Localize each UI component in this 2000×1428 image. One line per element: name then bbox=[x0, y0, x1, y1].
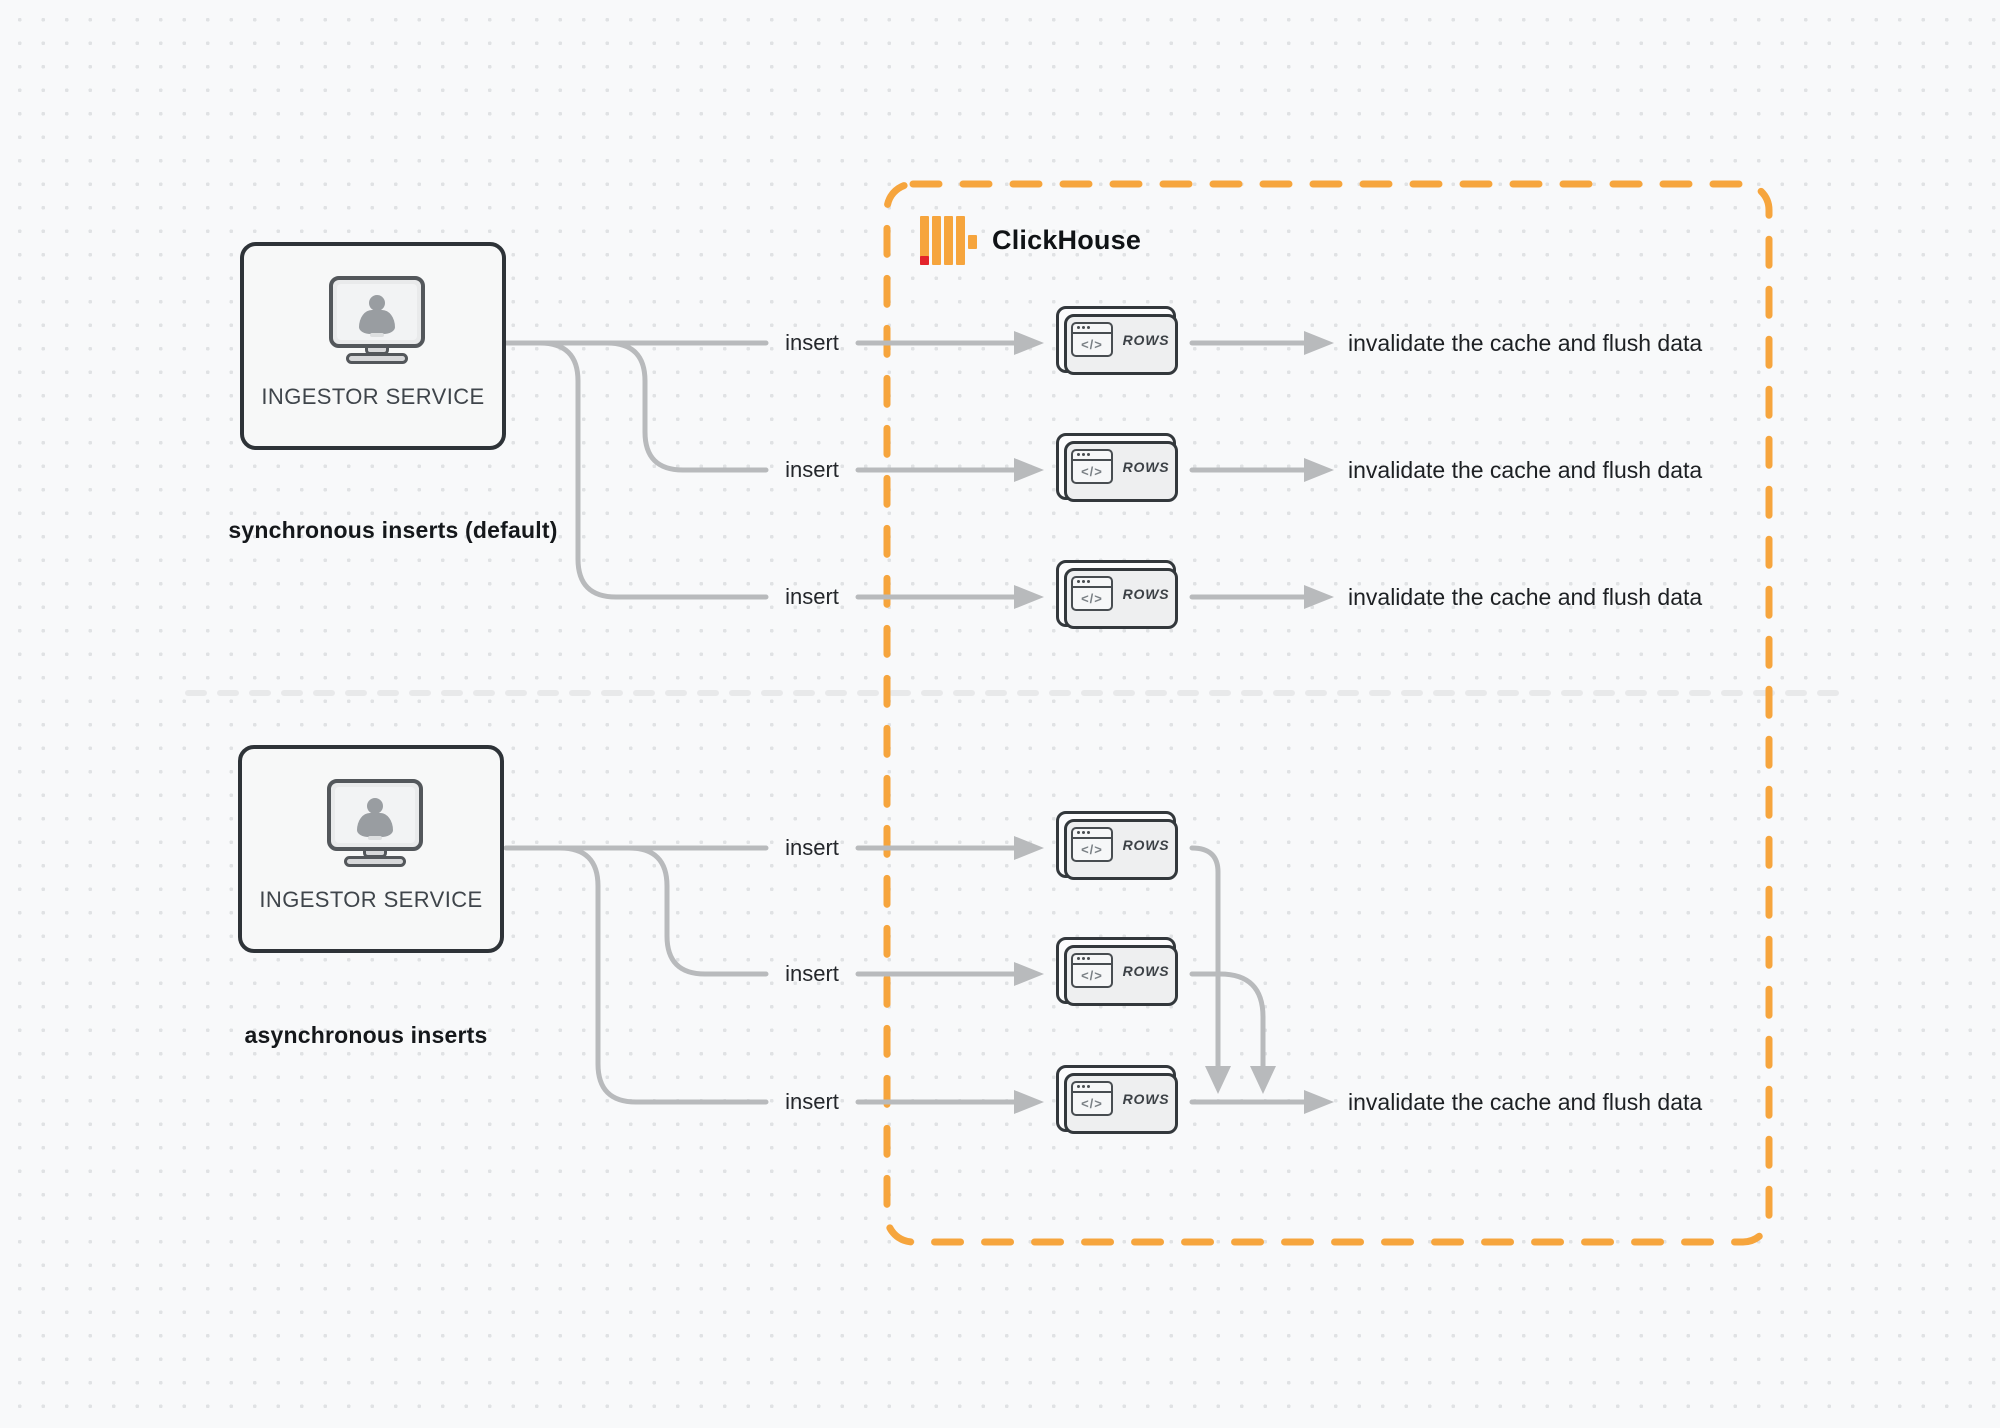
code-window-icon: </> bbox=[1071, 953, 1113, 988]
insert-label: insert bbox=[785, 835, 839, 860]
code-window-icon: </> bbox=[1071, 576, 1113, 611]
insert-label: insert bbox=[785, 584, 839, 609]
rows-card-label: ROWS bbox=[1122, 962, 1170, 979]
monitor-user-icon bbox=[329, 276, 425, 372]
code-window-icon: </> bbox=[1071, 827, 1113, 862]
clickhouse-boundary-box bbox=[883, 180, 1773, 1246]
clickhouse-logo-icon bbox=[920, 216, 978, 265]
clickhouse-label: ClickHouse bbox=[992, 225, 1142, 255]
arrowheads bbox=[1014, 331, 1334, 1114]
ingestor-service-box-sync: INGESTOR SERVICE bbox=[240, 242, 506, 450]
code-window-icon: </> bbox=[1071, 322, 1113, 357]
async-section-title: asynchronous inserts bbox=[244, 1022, 488, 1048]
rows-card-label: ROWS bbox=[1122, 1090, 1170, 1107]
insert-label: insert bbox=[785, 330, 839, 355]
rows-table-card: </> ROWS bbox=[1056, 1065, 1178, 1134]
rows-table-card: </> ROWS bbox=[1056, 433, 1178, 502]
result-label: invalidate the cache and flush data bbox=[1348, 330, 1703, 356]
code-window-icon: </> bbox=[1071, 449, 1113, 484]
rows-card-label: ROWS bbox=[1122, 585, 1170, 602]
rows-card-label: ROWS bbox=[1122, 458, 1170, 475]
sync-section-title: synchronous inserts (default) bbox=[228, 517, 558, 543]
ingestor-service-box-async: INGESTOR SERVICE bbox=[238, 745, 504, 953]
rows-table-card: </> ROWS bbox=[1056, 306, 1178, 375]
rows-card-label: ROWS bbox=[1122, 331, 1170, 348]
insert-label: insert bbox=[785, 457, 839, 482]
rows-table-card: </> ROWS bbox=[1056, 937, 1178, 1006]
rows-card-label: ROWS bbox=[1122, 836, 1170, 853]
result-label: invalidate the cache and flush data bbox=[1348, 1089, 1703, 1115]
rows-table-card: </> ROWS bbox=[1056, 560, 1178, 629]
clickhouse-logo-red-accent bbox=[920, 256, 929, 265]
clickhouse-logo: ClickHouse bbox=[920, 216, 1141, 265]
code-window-icon: </> bbox=[1071, 1081, 1113, 1116]
rows-table-card: </> ROWS bbox=[1056, 811, 1178, 880]
service-label: INGESTOR SERVICE bbox=[261, 384, 485, 409]
result-label: invalidate the cache and flush data bbox=[1348, 584, 1703, 610]
insert-label: insert bbox=[785, 1089, 839, 1114]
service-label: INGESTOR SERVICE bbox=[259, 887, 483, 912]
result-label: invalidate the cache and flush data bbox=[1348, 457, 1703, 483]
monitor-user-icon bbox=[327, 779, 423, 875]
insert-label: insert bbox=[785, 961, 839, 986]
